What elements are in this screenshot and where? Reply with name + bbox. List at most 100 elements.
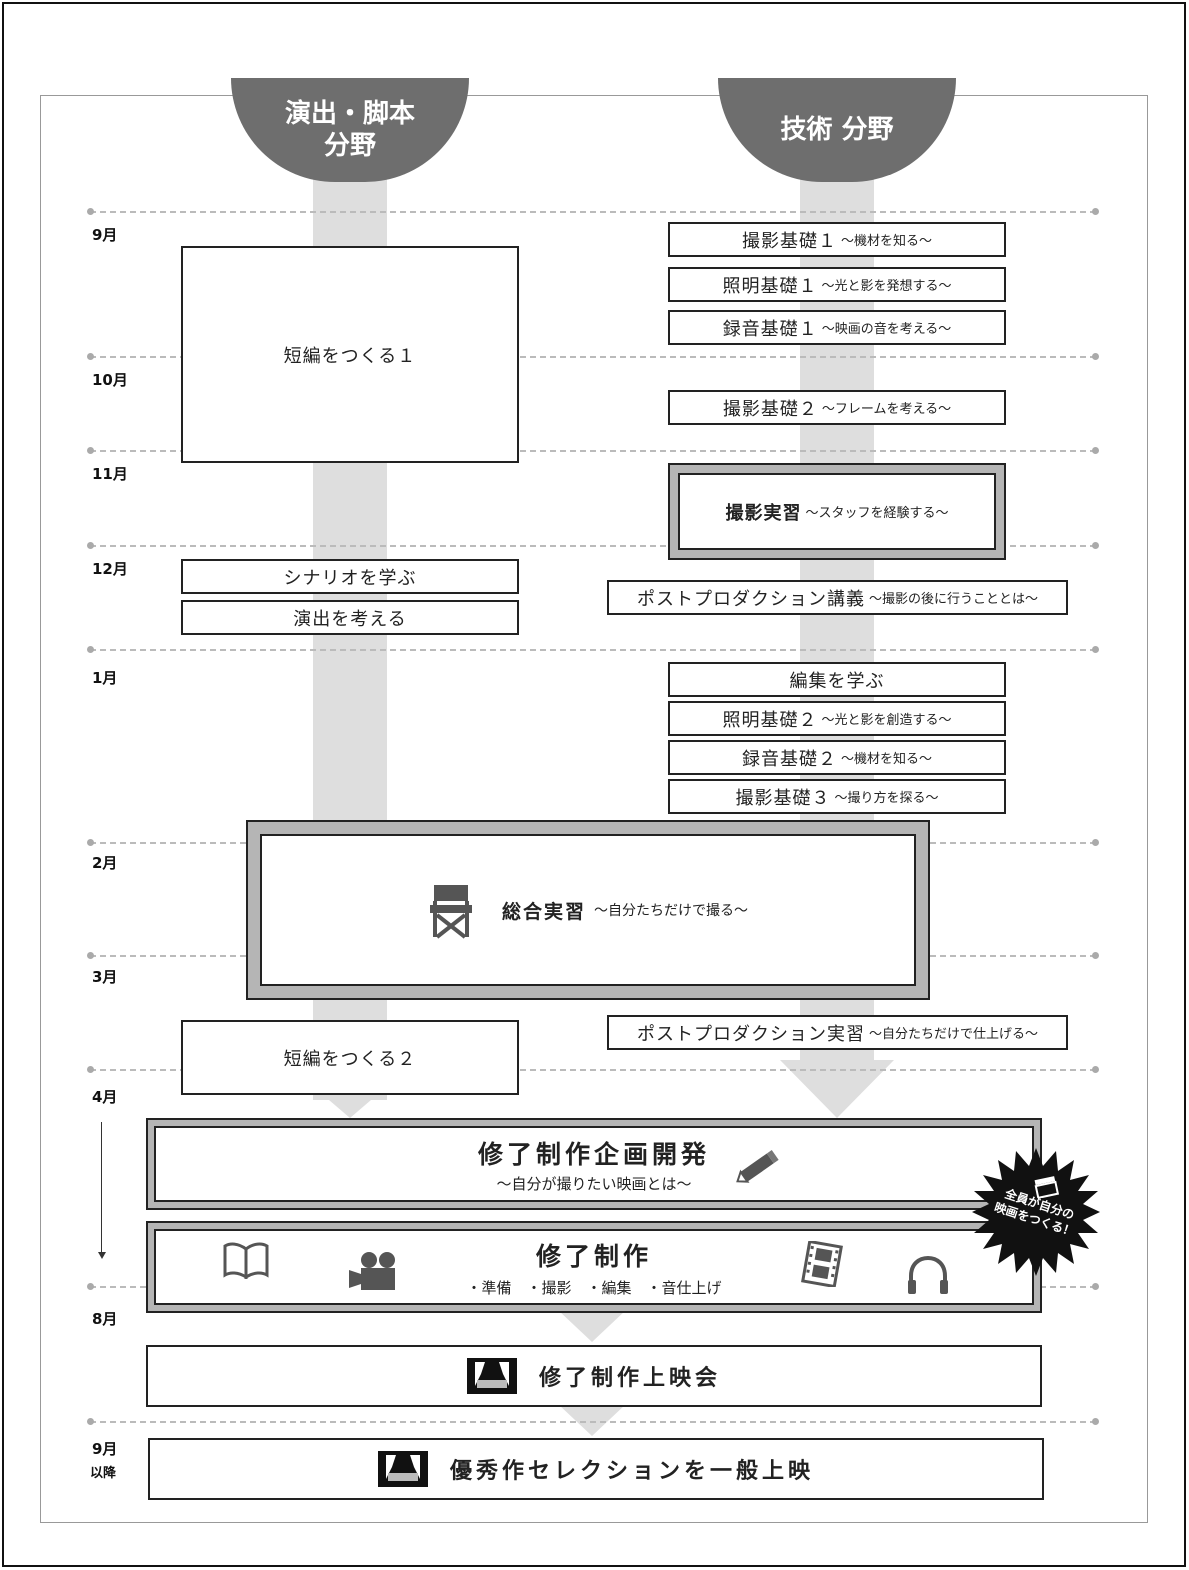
month-line bbox=[90, 545, 1096, 547]
month-line bbox=[90, 1069, 1096, 1071]
month-label: 4月 bbox=[92, 1088, 118, 1106]
course-label: 修了制作企画開発 bbox=[477, 1139, 710, 1169]
course-label: 修了制作 bbox=[535, 1241, 652, 1271]
line-dot bbox=[87, 447, 94, 454]
stage-icon bbox=[466, 1358, 517, 1394]
course-general-practice: 総合実習 〜自分たちだけで撮る〜 bbox=[246, 820, 930, 1000]
event-label: 優秀作セレクションを一般上映 bbox=[449, 1459, 814, 1484]
line-dot bbox=[1092, 1066, 1099, 1073]
line-dot bbox=[87, 646, 94, 653]
course-camera-basics-2: 撮影基礎２〜フレームを考える〜 bbox=[668, 390, 1006, 425]
course-sub: 〜自分が撮りたい映画とは〜 bbox=[496, 1174, 692, 1193]
line-dot bbox=[87, 952, 94, 959]
event-public-screening: 優秀作セレクションを一般上映 bbox=[148, 1438, 1044, 1500]
stage-icon bbox=[377, 1451, 428, 1487]
course-label: 照明基礎２ bbox=[722, 709, 818, 731]
line-dot bbox=[87, 1066, 94, 1073]
course-label: 録音基礎２ bbox=[741, 748, 837, 770]
course-sub: 〜撮り方を探る〜 bbox=[834, 791, 939, 806]
line-dot bbox=[1092, 447, 1099, 454]
flow-arrow-to-screening bbox=[558, 1310, 626, 1342]
course-sub: 〜自分たちだけで仕上げる〜 bbox=[868, 1027, 1038, 1042]
course-scenario: シナリオを学ぶ bbox=[181, 559, 519, 594]
period-arrow-line bbox=[101, 1122, 102, 1252]
course-sub: ・準備 ・撮影 ・編集 ・音仕上げ bbox=[466, 1278, 722, 1297]
course-sub: 〜機材を知る〜 bbox=[840, 234, 932, 249]
course-sub: 〜自分たちだけで撮る〜 bbox=[594, 903, 748, 919]
line-dot bbox=[1092, 353, 1099, 360]
headphones-icon bbox=[908, 1255, 948, 1294]
course-sub: 〜フレームを考える〜 bbox=[821, 402, 952, 417]
course-label: 録音基礎１ bbox=[722, 318, 818, 340]
left-flow-arrow bbox=[322, 1094, 378, 1118]
line-dot bbox=[87, 208, 94, 215]
movie-camera-icon bbox=[349, 1252, 395, 1290]
course-label: 編集を学ぶ bbox=[789, 670, 885, 692]
month-label: 11月 bbox=[92, 465, 128, 483]
course-thesis-planning-inner: 修了制作企画開発 〜自分が撮りたい映画とは〜 bbox=[154, 1126, 1034, 1202]
period-arrow-head bbox=[98, 1252, 106, 1259]
inner-frame bbox=[40, 95, 1148, 1523]
course-sub: 〜機材を知る〜 bbox=[840, 752, 932, 767]
starburst-badge bbox=[972, 1148, 1100, 1276]
month-line bbox=[90, 1421, 1096, 1423]
course-sub: 〜光と影を発想する〜 bbox=[821, 279, 952, 294]
month-label: 1月 bbox=[92, 669, 118, 687]
course-direction: 演出を考える bbox=[181, 600, 519, 635]
line-dot bbox=[1092, 208, 1099, 215]
month-label: 10月 bbox=[92, 371, 128, 389]
course-label: 撮影基礎２ bbox=[722, 398, 818, 420]
month-line bbox=[90, 211, 1096, 213]
course-label: 照明基礎１ bbox=[722, 275, 818, 297]
course-camera-practice: 撮影実習〜スタッフを経験する〜 bbox=[668, 463, 1006, 560]
course-sub: 〜スタッフを経験する〜 bbox=[805, 506, 949, 521]
month-label: 12月 bbox=[92, 560, 128, 578]
course-short-film-2: 短編をつくる２ bbox=[181, 1020, 519, 1095]
course-thesis-production-inner: 修了制作 ・準備 ・撮影 ・編集 ・音仕上げ bbox=[154, 1229, 1034, 1305]
course-thesis-planning: 修了制作企画開発 〜自分が撮りたい映画とは〜 bbox=[146, 1118, 1042, 1210]
course-sub: 〜光と影を創造する〜 bbox=[821, 713, 952, 728]
course-label: 短編をつくる２ bbox=[283, 1048, 417, 1070]
line-dot bbox=[1092, 952, 1099, 959]
course-label: 撮影実習 bbox=[725, 502, 802, 524]
event-thesis-screening: 修了制作上映会 bbox=[146, 1345, 1042, 1407]
month-label: 3月 bbox=[92, 968, 118, 986]
course-lighting-basics-1: 照明基礎１〜光と影を発想する〜 bbox=[668, 267, 1006, 302]
line-dot bbox=[87, 1418, 94, 1425]
line-dot bbox=[1092, 1283, 1099, 1290]
event-label: 修了制作上映会 bbox=[538, 1366, 721, 1391]
course-editing: 編集を学ぶ bbox=[668, 662, 1006, 697]
course-camera-basics-1: 撮影基礎１〜機材を知る〜 bbox=[668, 222, 1006, 257]
line-dot bbox=[1092, 1418, 1099, 1425]
line-dot bbox=[1092, 646, 1099, 653]
month-line bbox=[90, 450, 1096, 452]
line-dot bbox=[1092, 839, 1099, 846]
month-label: 以降 bbox=[90, 1466, 117, 1481]
course-post-production-practice: ポストプロダクション実習〜自分たちだけで仕上げる〜 bbox=[607, 1015, 1068, 1050]
month-label: 9月 bbox=[92, 1440, 118, 1458]
course-sub: 〜撮影の後に行うこととは〜 bbox=[868, 592, 1038, 607]
course-short-film-1: 短編をつくる１ bbox=[181, 246, 519, 463]
course-label: シナリオを学ぶ bbox=[283, 567, 417, 589]
course-thesis-production: 修了制作 ・準備 ・撮影 ・編集 ・音仕上げ bbox=[146, 1221, 1042, 1313]
month-label: 9月 bbox=[92, 226, 118, 244]
course-label: 撮影基礎３ bbox=[735, 787, 831, 809]
course-camera-practice-inner: 撮影実習〜スタッフを経験する〜 bbox=[678, 473, 996, 550]
month-label: 8月 bbox=[92, 1310, 118, 1328]
course-label: ポストプロダクション実習 bbox=[636, 1023, 865, 1045]
month-label: 2月 bbox=[92, 854, 118, 872]
month-line bbox=[90, 356, 1096, 358]
flow-arrow-to-public bbox=[558, 1404, 626, 1436]
film-strip-icon bbox=[801, 1241, 843, 1287]
course-sub: 〜映画の音を考える〜 bbox=[821, 322, 952, 337]
line-dot bbox=[87, 1283, 94, 1290]
course-label: 総合実習 bbox=[501, 900, 586, 923]
line-dot bbox=[87, 839, 94, 846]
director-chair-icon bbox=[429, 885, 472, 939]
course-sound-basics-2: 録音基礎２〜機材を知る〜 bbox=[668, 740, 1006, 775]
line-dot bbox=[1092, 542, 1099, 549]
course-camera-basics-3: 撮影基礎３〜撮り方を探る〜 bbox=[668, 779, 1006, 814]
clapperboard-icon bbox=[1034, 1176, 1059, 1198]
month-line bbox=[90, 649, 1096, 651]
